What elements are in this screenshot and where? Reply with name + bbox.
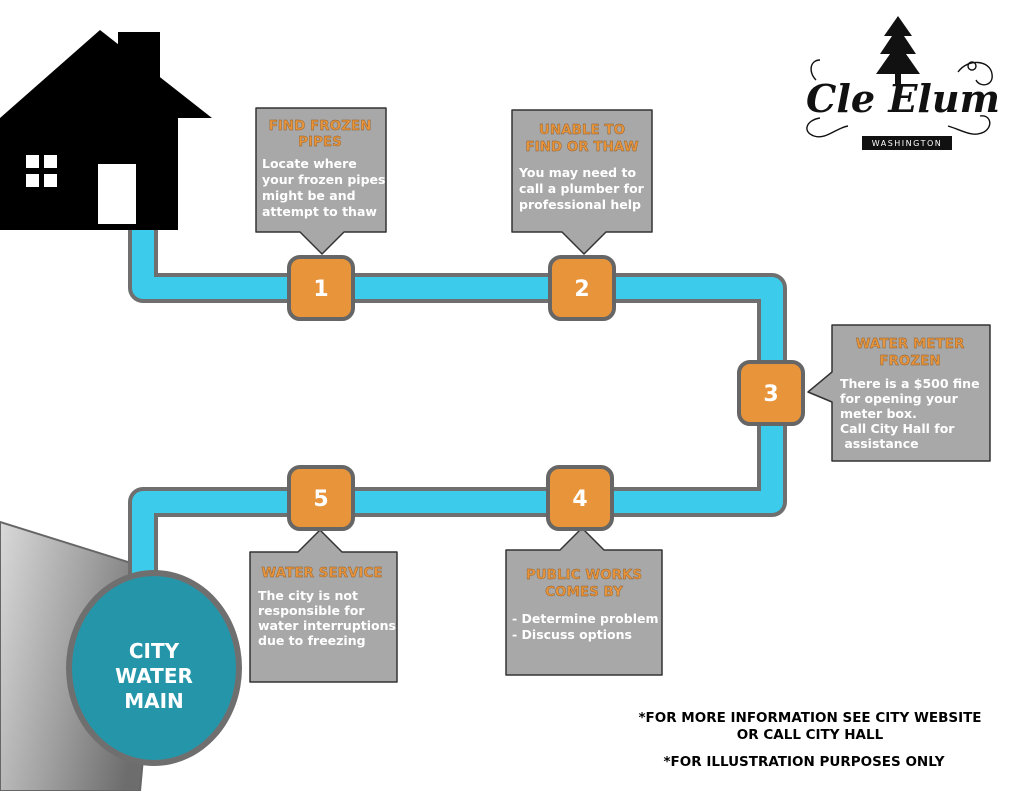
callout-2-body-line-3: professional help (519, 197, 641, 212)
info-line-2: OR CALL CITY HALL (737, 727, 884, 743)
step-marker-1: 1 (287, 255, 355, 321)
callout-step-4: PUBLIC WORKS COMES BY - Determine proble… (505, 527, 663, 676)
callout-step-3: WATER METER FROZEN There is a $500 fine … (807, 324, 991, 462)
water-main-opening (72, 576, 236, 760)
callout-step-2: UNABLE TO FIND OR THAW You may need to c… (511, 109, 653, 255)
callout-2-body-line-1: You may need to (518, 165, 636, 180)
callout-3-body-line-5: assistance (840, 436, 919, 451)
step-marker-3: 3 (737, 360, 805, 426)
house-window (26, 155, 57, 187)
callout-3-body-line-4: Call City Hall for (840, 421, 955, 436)
disclaimer: *FOR ILLUSTRATION PURPOSES ONLY (663, 754, 944, 770)
callout-5-title-line-1: WATER SERVICE (261, 565, 382, 581)
callout-3-body-line-1: There is a $500 fine (840, 376, 980, 391)
callout-1-title-line-2: PIPES (298, 134, 342, 150)
callout-2-title-line-1: UNABLE TO (539, 122, 625, 138)
cle-elum-logo: Cle Elum WASHINGTON (806, 16, 1000, 150)
callout-2-body-line-2: call a plumber for (519, 181, 645, 196)
callout-5-body-line-2: responsible for (258, 603, 365, 618)
city-main-line-1: CITY (129, 639, 180, 663)
step-marker-5: 5 (287, 465, 355, 531)
footer-notes: *FOR MORE INFORMATION SEE CITY WEBSITE O… (638, 710, 981, 770)
callout-4-body-line-1: - Determine problem (512, 611, 658, 626)
callout-3-body-line-2: for opening your (840, 391, 959, 406)
callout-1-body-line-2: your frozen pipes (262, 172, 385, 187)
callout-5-body-line-4: due to freezing (258, 633, 366, 648)
callout-5-body-line-3: water interruptions (258, 618, 396, 633)
step-marker-4: 4 (546, 465, 614, 531)
city-water-main: CITY WATER MAIN (66, 570, 242, 766)
callout-step-1: FIND FROZEN PIPES Locate where your froz… (255, 107, 387, 255)
pine-tree-icon (876, 16, 920, 84)
logo-state: WASHINGTON (872, 139, 942, 148)
step-5-number: 5 (313, 487, 328, 512)
city-main-line-3: MAIN (124, 689, 184, 713)
step-marker-2: 2 (548, 255, 616, 321)
logo-wordmark: Cle Elum (806, 76, 1000, 121)
callout-5-body-line-1: The city is not (258, 588, 358, 603)
callout-4-title-line-1: PUBLIC WORKS (526, 567, 642, 583)
house-icon (0, 30, 212, 230)
step-2-number: 2 (574, 277, 589, 302)
step-1-number: 1 (313, 277, 328, 302)
house-door (98, 164, 136, 224)
callout-3-body-line-3: meter box. (840, 406, 917, 421)
service-pipe (132, 220, 783, 600)
callout-2-title-line-2: FIND OR THAW (525, 139, 638, 155)
callout-4-body-line-2: - Discuss options (512, 627, 632, 642)
callout-1-body-line-1: Locate where (262, 156, 357, 171)
callout-1-title-line-1: FIND FROZEN (269, 118, 372, 134)
callout-4-title-line-2: COMES BY (545, 584, 623, 600)
callout-3-title-line-2: FROZEN (879, 353, 940, 369)
callout-3-title-line-1: WATER METER (856, 336, 965, 352)
step-3-number: 3 (763, 382, 778, 407)
callout-1-body-line-4: attempt to thaw (262, 204, 377, 219)
callout-1-body-line-3: might be and (262, 188, 356, 203)
logo-banner (862, 136, 952, 150)
flourish-icon (806, 59, 993, 138)
callout-step-5: WATER SERVICE The city is not responsibl… (249, 529, 398, 683)
city-main-line-2: WATER (115, 664, 193, 688)
step-4-number: 4 (572, 487, 587, 512)
info-line-1: *FOR MORE INFORMATION SEE CITY WEBSITE (638, 710, 981, 726)
